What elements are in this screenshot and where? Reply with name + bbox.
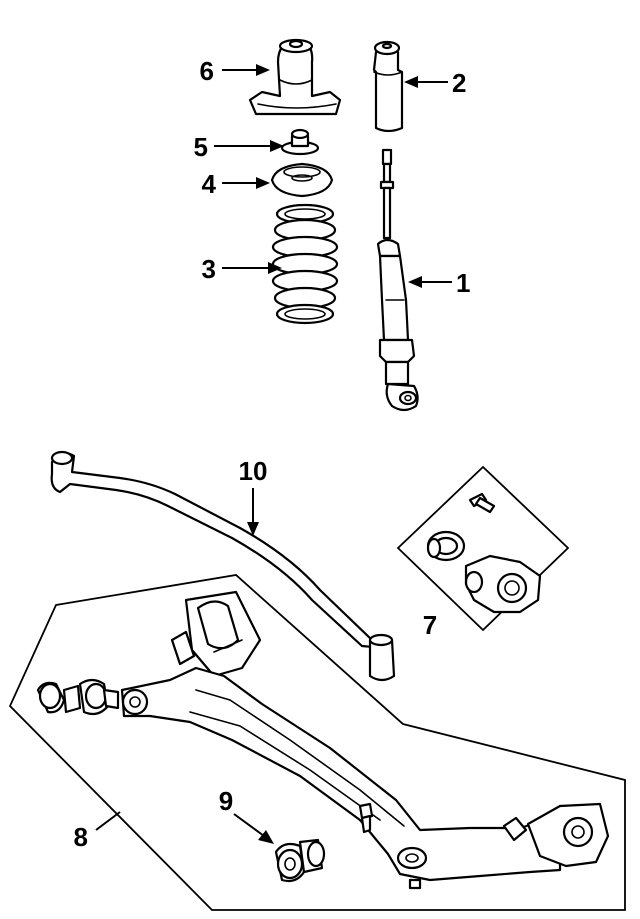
spring-seat-part [270, 162, 334, 198]
callout-1: 1 [456, 268, 470, 298]
coil-spring-part [271, 203, 339, 325]
hub-assembly-part [426, 492, 542, 614]
callout-arrow-5 [214, 140, 284, 152]
callout-4: 4 [202, 169, 217, 199]
axle-beam-box [8, 574, 626, 911]
callout-3: 3 [202, 254, 216, 284]
callout-2: 2 [452, 68, 466, 98]
callout-8: 8 [74, 822, 88, 852]
axle-bushing-part [274, 838, 326, 883]
callout-arrow-4 [222, 177, 270, 189]
callout-9: 9 [219, 786, 233, 816]
callout-arrow-10 [247, 488, 259, 536]
hub-assembly-box [396, 465, 570, 632]
callout-arrow-1 [408, 276, 452, 288]
lateral-rod-part [50, 450, 396, 682]
upper-mount-part [248, 38, 342, 116]
callout-arrow-2 [404, 76, 448, 88]
callout-arrow-6 [222, 64, 270, 76]
callout-arrow-3 [222, 262, 282, 274]
bump-stop-part [372, 40, 404, 133]
mount-nut-part [280, 128, 320, 156]
callout-arrow-9 [233, 813, 274, 844]
callout-10: 10 [239, 456, 268, 486]
shock-absorber-part [376, 148, 419, 412]
callout-arrow-8 [95, 811, 121, 831]
callout-5: 5 [194, 132, 208, 162]
callout-6: 6 [200, 56, 214, 86]
axle-beam-part [36, 590, 610, 890]
callout-7: 7 [423, 610, 437, 640]
